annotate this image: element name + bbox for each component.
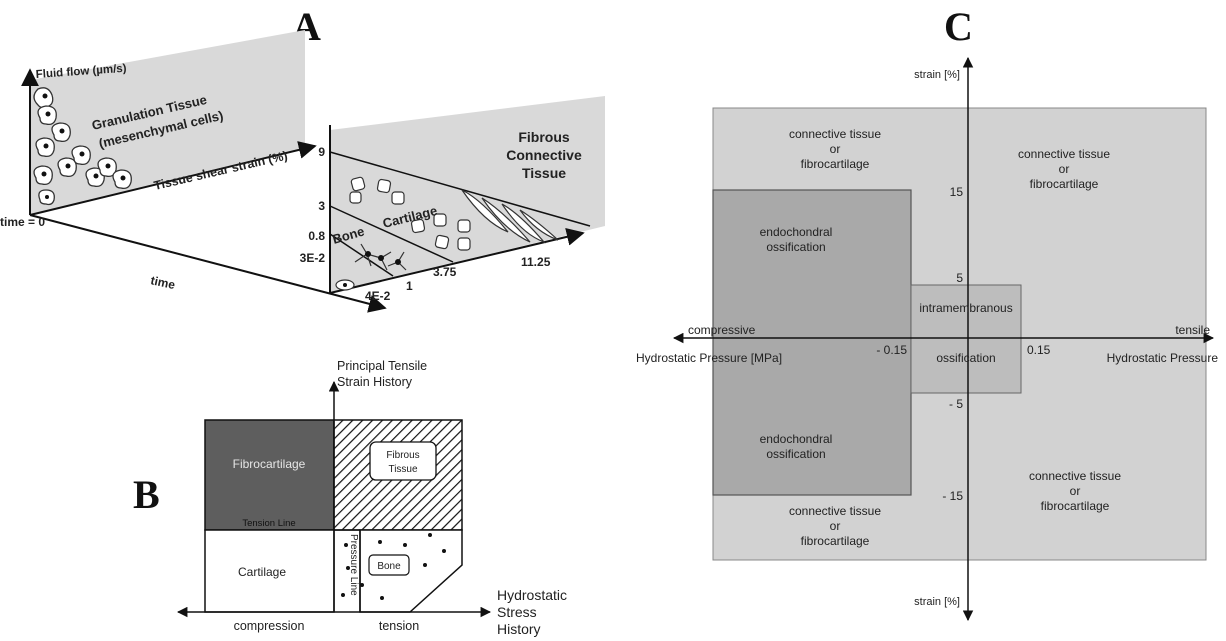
ct-bl-line3: fibrocartilage [801,534,870,548]
time-zero-label: time = 0 [0,215,45,229]
hp-left-label: Hydrostatic Pressure [MPa] [636,351,782,365]
x-tick-11-25: 11.25 [521,255,551,269]
bone-box [368,554,410,576]
cartilage-cells [349,176,471,251]
cartilage-boundary-line [329,205,454,263]
b-x-axis-label-line1: Hydrostatic [497,587,567,603]
fibrous-cells [461,189,559,244]
endo-top-line1: endochondral [760,225,833,239]
y-tick-9: 9 [318,145,325,159]
ct-tr-line2: or [1059,162,1070,176]
bone-boundary-line [329,233,394,277]
pressure-line-label: Pressure Line [348,534,359,596]
fibrocartilage-label: Fibrocartilage [233,457,306,471]
intra-line2: ossification [936,351,995,365]
x-tick-1: 1 [406,279,413,293]
tick-pos-015: 0.15 [1027,343,1051,357]
panel-b: B Principal Tensile Strain History Hydro… [133,359,567,637]
fibrous-boundary-line [329,151,591,227]
strain-bottom-label: strain [%] [914,596,960,608]
hp-right-label: Hydrostatic Pressure [1107,351,1219,365]
time-axis [29,214,387,313]
endo-bottom-line1: endochondral [760,432,833,446]
compression-label: compression [234,619,305,633]
tissue-strain-axis [329,227,585,294]
tick-neg-015: - 0.15 [876,343,907,357]
ct-tl-line3: fibrocartilage [801,157,870,171]
tensile-label: tensile [1175,323,1210,337]
ct-label-bottom-left: connective tissue or fibrocartilage [789,504,881,548]
tick-neg15: - 15 [942,489,963,503]
panel-b-letter: B [133,472,160,517]
x-tick-4e-2: 4E-2 [365,289,391,303]
b-x-axis-label-line2: Stress [497,604,537,620]
cartilage-region [204,529,335,613]
x-tick-3-75: 3.75 [433,265,457,279]
ct-bl-line1: connective tissue [789,504,881,518]
tension-label: tension [379,619,419,633]
tension-line-label: Tension Line [242,518,295,529]
tick-5: 5 [956,271,963,285]
panel-a: A [0,4,605,313]
bone-b-label: Bone [377,561,401,572]
fibrous-label-line3: Tissue [522,165,566,181]
fibrous-tissue-box [369,441,437,481]
panel-c: C strain [%] strain [%] compressive tens… [636,4,1219,622]
strain-top-label: strain [%] [914,69,960,81]
tick-neg5: - 5 [949,397,963,411]
bone-nuclei [343,251,401,287]
ct-tr-line1: connective tissue [1018,147,1110,161]
fibrous-box-line2: Tissue [388,464,418,475]
ct-br-line2: or [1070,484,1081,498]
shear-strain-axis-t0 [29,141,317,216]
cartilage-b-label: Cartilage [238,565,286,579]
ct-br-line1: connective tissue [1029,469,1121,483]
y-tick-0-8: 0.8 [308,229,325,243]
fibrous-box-line1: Fibrous [386,450,419,461]
b-x-axis-label-line3: History [497,621,541,637]
fibrous-label-line1: Fibrous [518,129,570,145]
y-tick-3e-2: 3E-2 [300,251,326,265]
granulation-nuclei [41,93,126,199]
intra-line1: intramembranous [919,301,1012,315]
b-y-axis-label-line1: Principal Tensile [337,359,427,373]
endo-bottom-line2: ossification [766,447,825,461]
bone-dots [341,533,446,600]
ct-tr-line3: fibrocartilage [1030,177,1099,191]
y-tick-3: 3 [318,199,325,213]
ct-bl-line2: or [830,519,841,533]
ct-label-bottom-right: connective tissue or fibrocartilage [1029,469,1121,513]
time-label: time [149,273,176,292]
panel-c-letter: C [944,4,973,49]
ct-tl-line1: connective tissue [789,127,881,141]
fibrous-label-line2: Connective [506,147,582,163]
tick-15: 15 [950,185,964,199]
ct-br-line3: fibrocartilage [1041,499,1110,513]
ct-label-top-left: connective tissue or fibrocartilage [789,127,881,171]
endo-top-line2: ossification [766,240,825,254]
ct-tl-line2: or [830,142,841,156]
ct-label-top-right: connective tissue or fibrocartilage [1018,147,1110,191]
compressive-label: compressive [688,323,756,337]
b-y-axis-label-line2: Strain History [337,375,413,389]
fibrocartilage-region [204,419,335,531]
